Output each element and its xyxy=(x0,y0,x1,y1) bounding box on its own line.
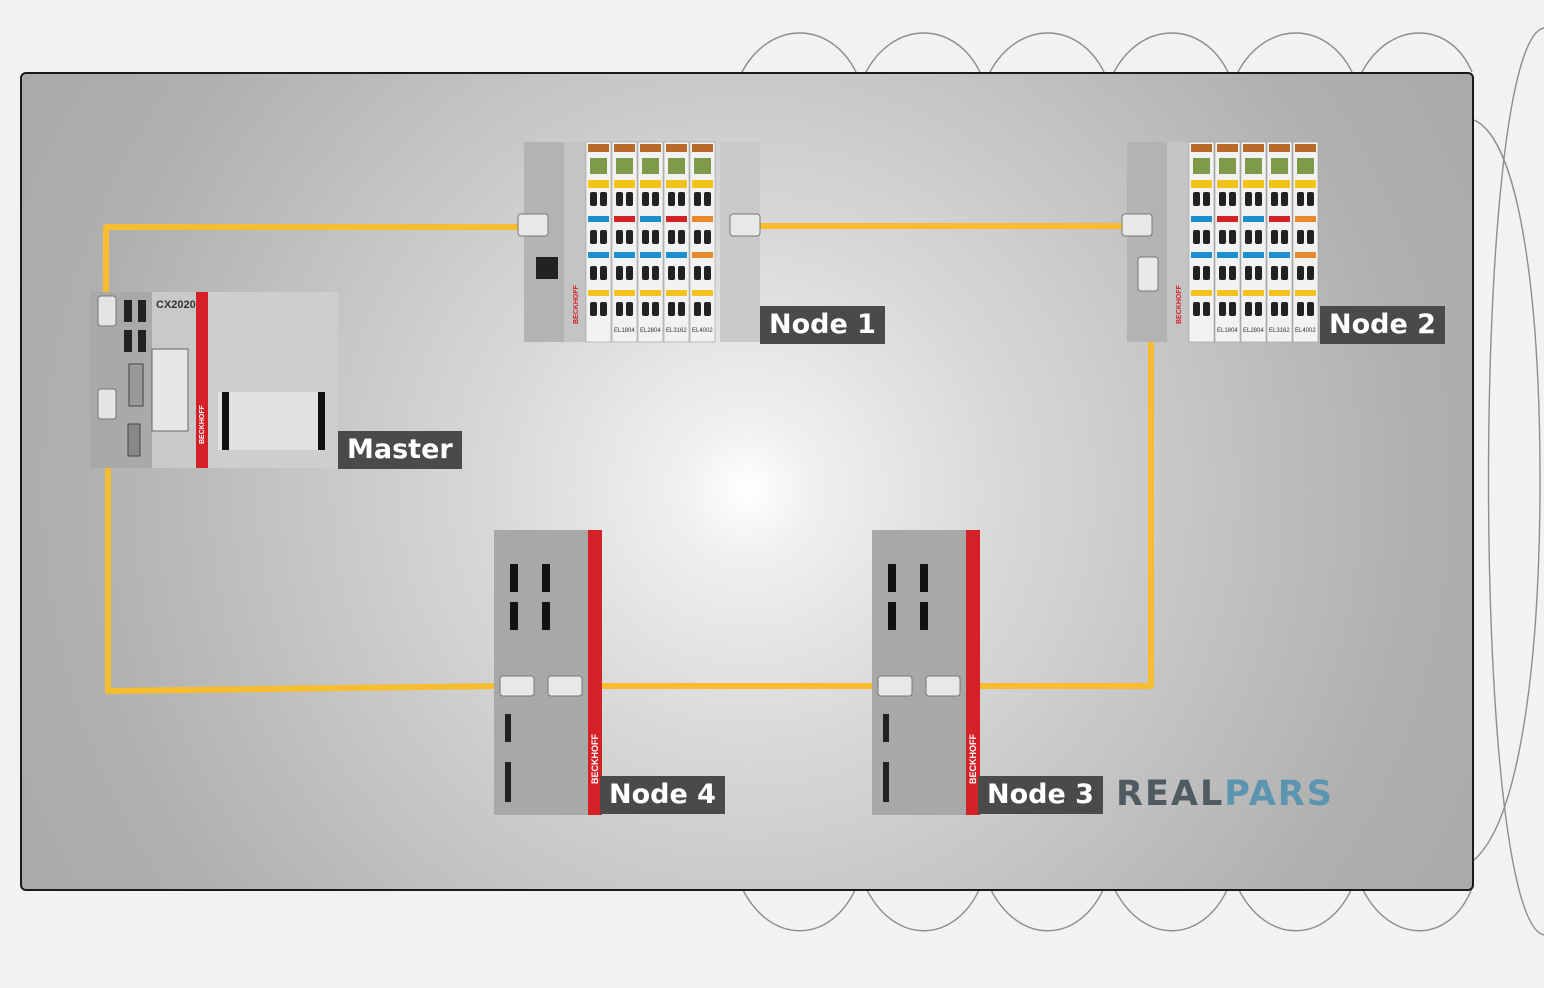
logo-part-real: REAL xyxy=(1116,774,1225,814)
diagram-canvas: BECKHOFF CX2020 BECKHOFF EL1804 EL2804 EL3… xyxy=(90,141,1319,815)
master-label: Master xyxy=(338,431,462,469)
node3-label: Node 3 xyxy=(978,776,1103,814)
cable-master-node1 xyxy=(103,224,524,304)
node2-label: Node 2 xyxy=(1320,306,1445,344)
node2-terminal-block: BECKHOFF EL1804 EL2804 EL3162 EL4002 xyxy=(1121,141,1319,343)
terminal-label: EL4002 xyxy=(1295,328,1316,334)
node1-terminal-block: BECKHOFF EL1804 EL2804 EL3162 EL4002 xyxy=(517,141,761,343)
terminal-label: EL2804 xyxy=(640,328,661,334)
svg-text:BECKHOFF: BECKHOFF xyxy=(1176,284,1183,324)
terminal-label: EL1804 xyxy=(1217,328,1238,334)
terminal-label: EL3162 xyxy=(1269,328,1290,334)
cable-node4-master xyxy=(105,414,505,694)
realpars-logo: REALPARS xyxy=(1116,774,1334,814)
terminal-label: EL2804 xyxy=(1243,328,1264,334)
node1-label: Node 1 xyxy=(760,306,885,344)
network-diagram-frame: BECKHOFF CX2020 BECKHOFF EL1804 EL2804 EL3… xyxy=(20,72,1474,891)
master-model: CX2020 xyxy=(156,299,196,311)
node4-device: BECKHOFF xyxy=(494,530,602,815)
svg-text:BECKHOFF: BECKHOFF xyxy=(573,284,580,324)
svg-text:BECKHOFF: BECKHOFF xyxy=(968,734,978,784)
logo-part-pars: PARS xyxy=(1224,774,1334,814)
node3-device: BECKHOFF xyxy=(872,530,980,815)
master-controller: BECKHOFF xyxy=(90,292,338,468)
master-brand: BECKHOFF xyxy=(199,404,206,444)
terminal-label: EL1804 xyxy=(614,328,635,334)
cable-node2-node3 xyxy=(962,286,1154,689)
svg-text:BECKHOFF: BECKHOFF xyxy=(590,734,600,784)
terminal-label: EL3162 xyxy=(666,328,687,334)
terminal-label: EL4002 xyxy=(692,328,713,334)
node4-label: Node 4 xyxy=(600,776,725,814)
